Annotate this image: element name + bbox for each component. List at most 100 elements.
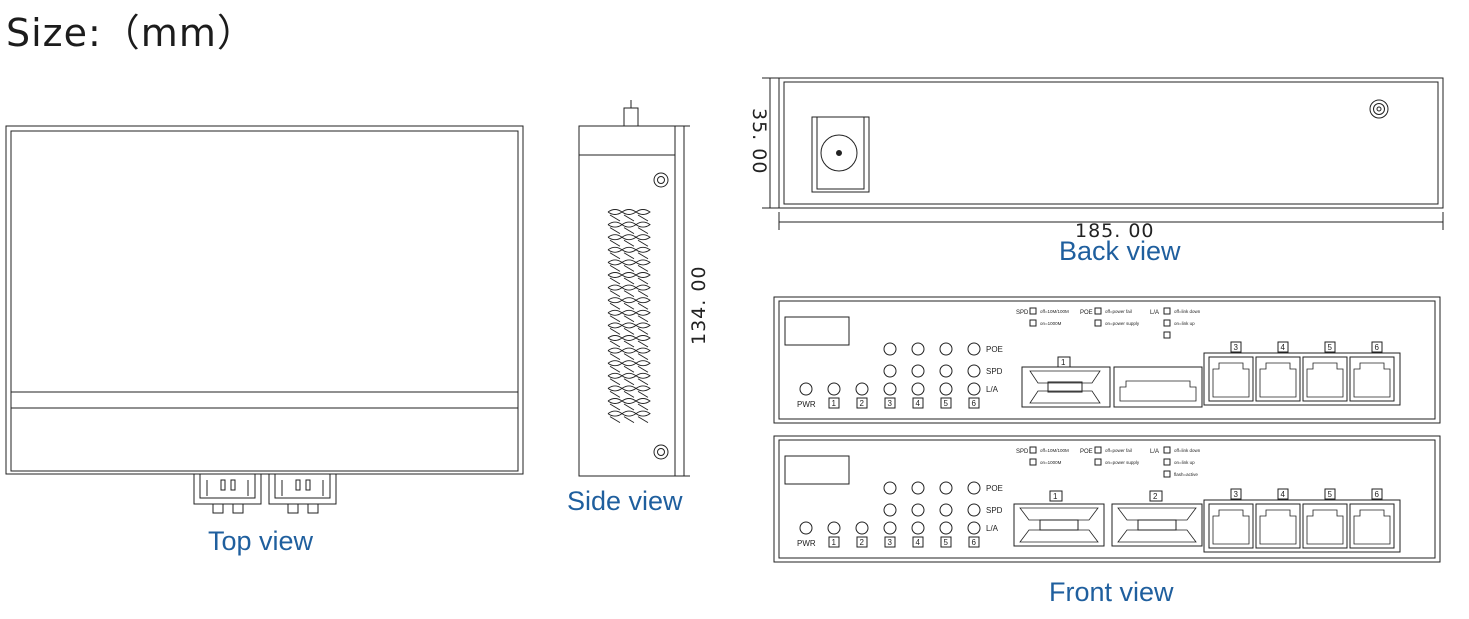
vent-slot: [607, 209, 623, 222]
led-indicator: [967, 481, 981, 495]
vent-slot: [621, 385, 637, 398]
led-indicator: [939, 503, 953, 517]
legend-box: [1029, 446, 1037, 454]
led-indicator: [883, 382, 897, 396]
front-panel-inner: [778, 439, 1436, 559]
rj45-port: [1302, 503, 1348, 549]
front-panel-outline: [773, 296, 1441, 424]
led-row-label: POE: [986, 484, 1003, 493]
vent-slot: [621, 221, 637, 234]
sfp-latch: [1039, 519, 1079, 531]
led-indicator: [911, 521, 925, 535]
vent-slot: [635, 398, 651, 411]
vent-slot: [621, 297, 637, 310]
rj45-port: [1208, 356, 1254, 402]
rj45-label-box: [1277, 488, 1289, 500]
legend-box: [1163, 331, 1171, 339]
rj45-socket: [1259, 509, 1297, 545]
port-number-box: [940, 397, 952, 409]
legend-spd: SPD: [1016, 310, 1029, 316]
led-indicator: [967, 521, 981, 535]
vent-slot: [607, 410, 623, 423]
legend-box: [1163, 319, 1171, 327]
vent-slot: [621, 347, 637, 360]
vent-slot: [607, 259, 623, 272]
pwr-label: PWR: [797, 539, 816, 548]
legend-poe-off: off=power fail: [1105, 309, 1132, 314]
legend-spd-on: on=1000M: [1040, 460, 1062, 465]
vent-slot: [635, 297, 651, 310]
vent-slot: [607, 234, 623, 247]
side-vents: [607, 209, 651, 423]
sfp-port-1: [1021, 366, 1111, 408]
port-number-box: [828, 397, 840, 409]
led-indicator: [855, 382, 869, 396]
rj45-socket: [1353, 509, 1391, 545]
sfp-label: 1: [1053, 492, 1058, 501]
vent-slot: [607, 372, 623, 386]
led-indicator: [967, 342, 981, 356]
rj45-socket: [1259, 362, 1297, 398]
port-number: 4: [916, 538, 921, 547]
port-number: 1: [832, 538, 837, 547]
vent-slot: [621, 246, 637, 260]
sfp-port-detail: [1029, 370, 1101, 404]
length-dimension: 134. 00: [688, 265, 710, 345]
top-view-caption: Top view: [208, 526, 314, 556]
front-view-caption: Front view: [1049, 577, 1174, 607]
rj45-label: 3: [1234, 490, 1239, 499]
sfp-latch: [1047, 381, 1083, 393]
vent-slot: [607, 272, 623, 285]
rj45-label: 3: [1234, 343, 1239, 352]
legend-poe-on: on=power supply: [1105, 321, 1140, 326]
led-indicator: [939, 521, 953, 535]
port-number: 3: [888, 538, 893, 547]
led-indicator: [883, 364, 897, 378]
port-number-box: [968, 536, 980, 548]
sfp-label-box: [1049, 490, 1063, 502]
width-dimension: 185. 00: [1075, 220, 1155, 242]
port-number-box: [828, 536, 840, 548]
vent-slot: [635, 246, 651, 260]
rj45-port: [1255, 503, 1301, 549]
port-number-box: [856, 536, 868, 548]
legend-box: [1163, 470, 1171, 478]
top-view-drawing: [5, 125, 524, 514]
vent-slot: [635, 372, 651, 386]
vent-slot: [621, 234, 637, 247]
legend-box: [1029, 458, 1037, 466]
legend-poe-off: off=power fail: [1105, 448, 1132, 453]
top-sfp-connector-1: [193, 473, 262, 514]
vent-slot: [607, 335, 623, 348]
vent-slot: [621, 322, 637, 335]
led-row-label: POE: [986, 345, 1003, 354]
vent-slot: [635, 309, 651, 323]
port-number-box: [884, 536, 896, 548]
sfp-port-detail: [1117, 507, 1197, 543]
legend-la: L/A: [1150, 449, 1159, 455]
vent-slot: [635, 385, 651, 398]
led-indicator: [883, 503, 897, 517]
led-indicator: [799, 521, 813, 535]
back-view-drawing: [762, 77, 1444, 230]
legend-la-on: on=link up: [1174, 460, 1195, 465]
led-row-label: L/A: [986, 385, 999, 394]
port-number: 5: [944, 538, 949, 547]
vent-slot: [607, 221, 623, 234]
legend-box: [1163, 307, 1171, 315]
port-number: 3: [888, 399, 893, 408]
led-indicator: [939, 382, 953, 396]
rj45-label: 5: [1328, 490, 1333, 499]
rj45-label: 5: [1328, 343, 1333, 352]
rj45-socket: [1306, 509, 1344, 545]
vent-slot: [607, 246, 623, 260]
legend-box: [1029, 307, 1037, 315]
legend-spd-off: off=10M/100M: [1040, 309, 1069, 314]
vent-slot: [607, 322, 623, 335]
rj45-label: 4: [1281, 343, 1286, 352]
rj45-label-box: [1324, 488, 1336, 500]
front-panel-outline: [773, 435, 1441, 563]
rj45-port: [1208, 503, 1254, 549]
rj45-socket: [1212, 509, 1250, 545]
